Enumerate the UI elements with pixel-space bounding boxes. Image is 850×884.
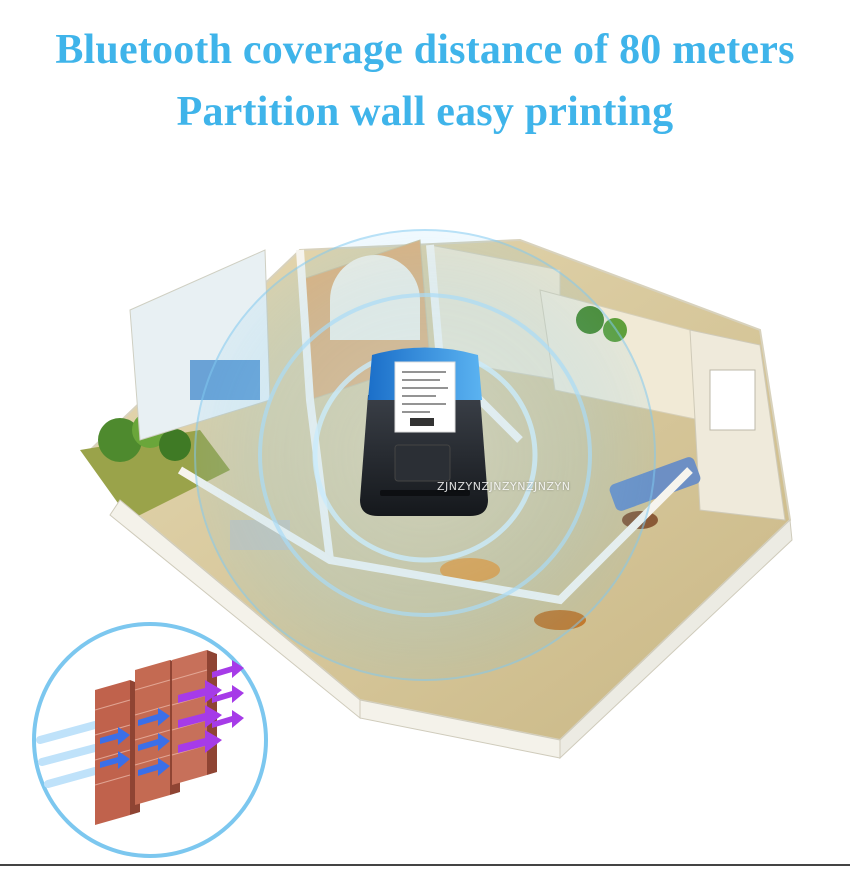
watermark-text: ZJNZYNZJNZYNZJNZYN: [437, 480, 571, 493]
bottom-divider: [0, 864, 850, 866]
brick-walls-icon: [32, 622, 268, 858]
printer-icon: [360, 347, 488, 516]
headline-line-1: Bluetooth coverage distance of 80 meters: [55, 27, 795, 73]
headline-line-2: Partition wall easy printing: [176, 89, 674, 135]
